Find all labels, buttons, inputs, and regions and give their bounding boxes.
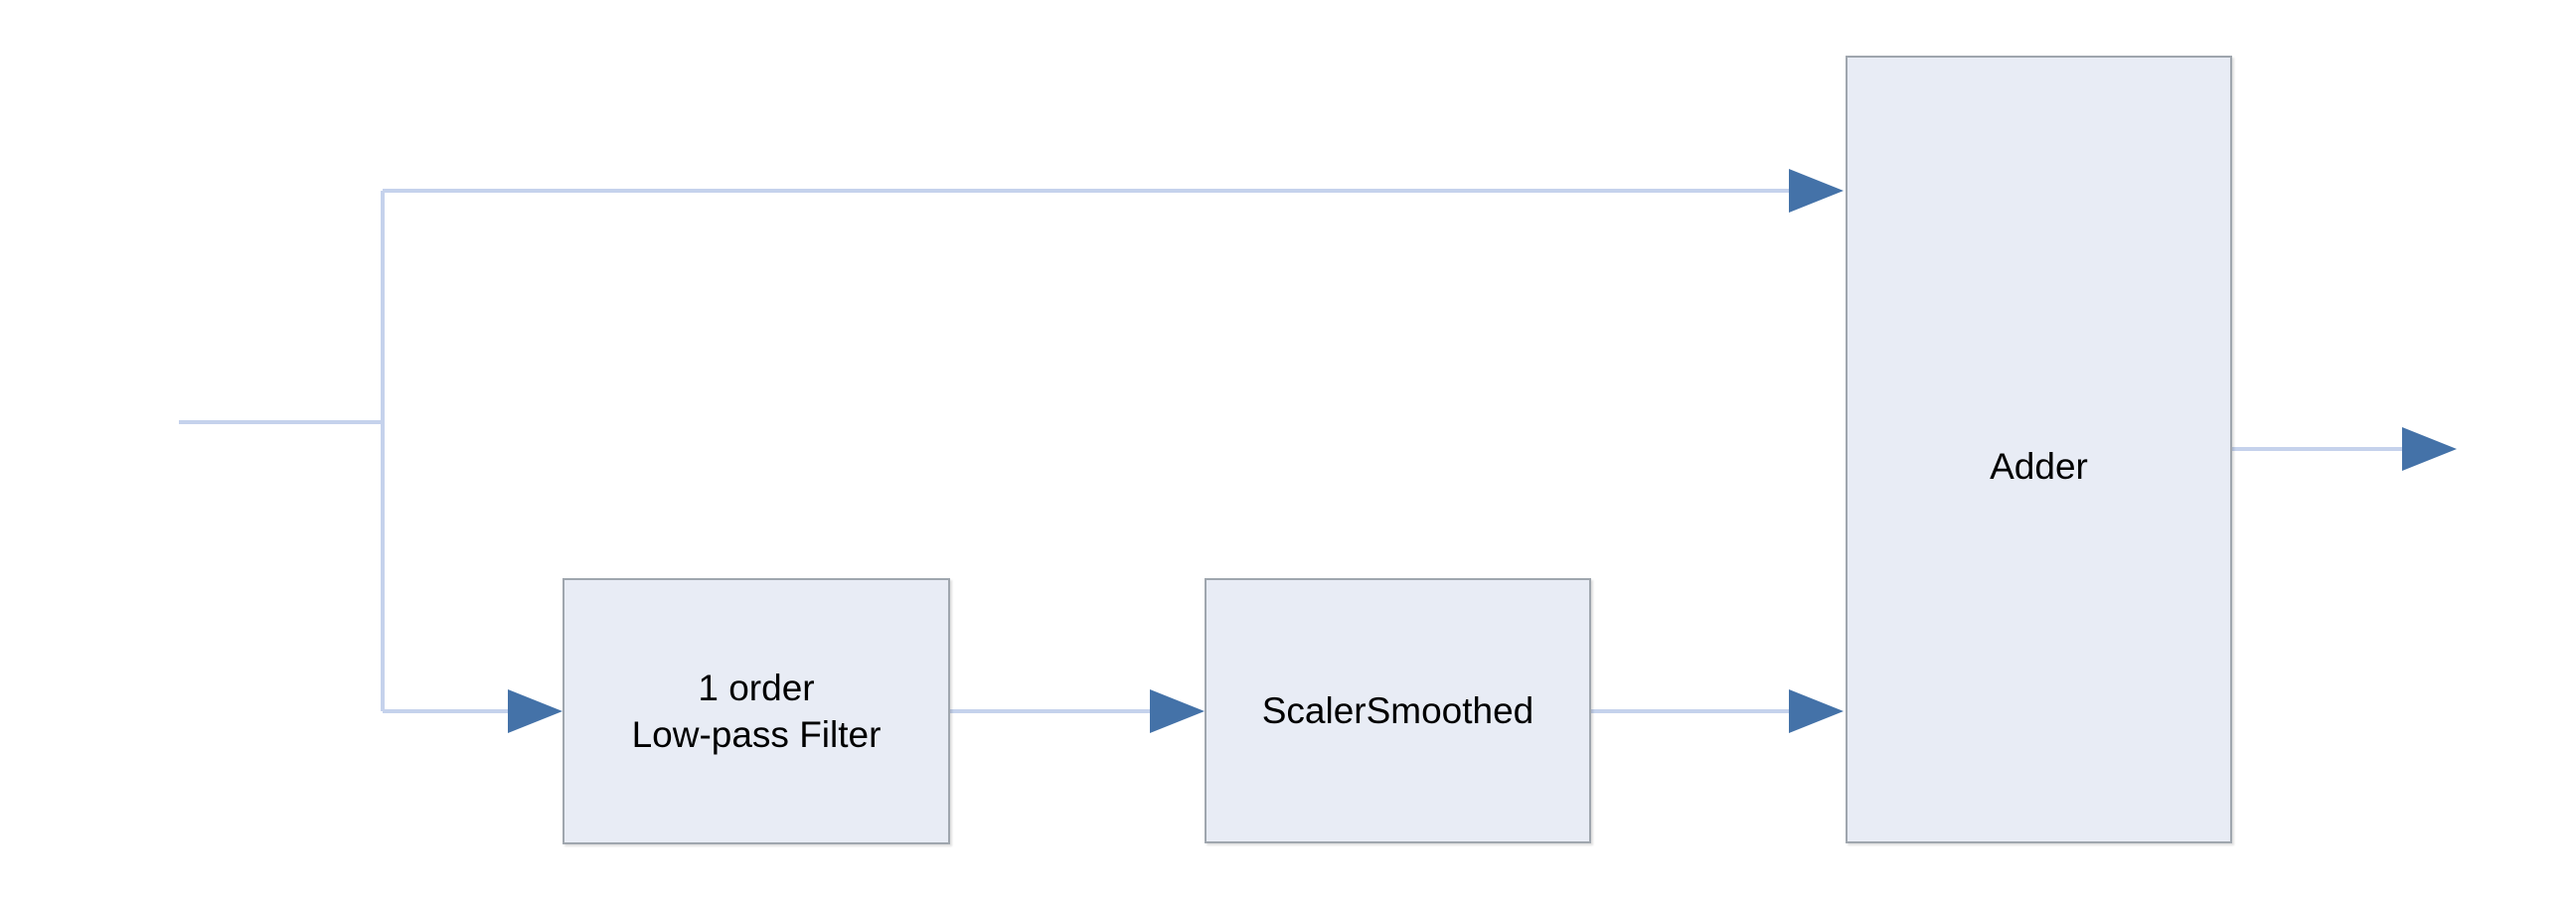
arrowhead-adder-top-input	[1789, 169, 1844, 213]
node-low-pass-filter-label: 1 order Low-pass Filter	[631, 667, 882, 755]
arrowhead-output	[2402, 427, 2457, 471]
node-scaler-smoothed[interactable]: ScalerSmoothed	[1205, 578, 1591, 843]
node-adder[interactable]: Adder	[1846, 56, 2232, 843]
arrowhead-scaler-input	[1150, 689, 1205, 733]
arrowhead-lowpass-input	[508, 689, 563, 733]
arrowhead-adder-bottom-input	[1789, 689, 1844, 733]
node-low-pass-filter[interactable]: 1 order Low-pass Filter	[563, 578, 950, 844]
node-scaler-smoothed-label: ScalerSmoothed	[1261, 689, 1534, 731]
node-adder-label: Adder	[1990, 446, 2088, 487]
